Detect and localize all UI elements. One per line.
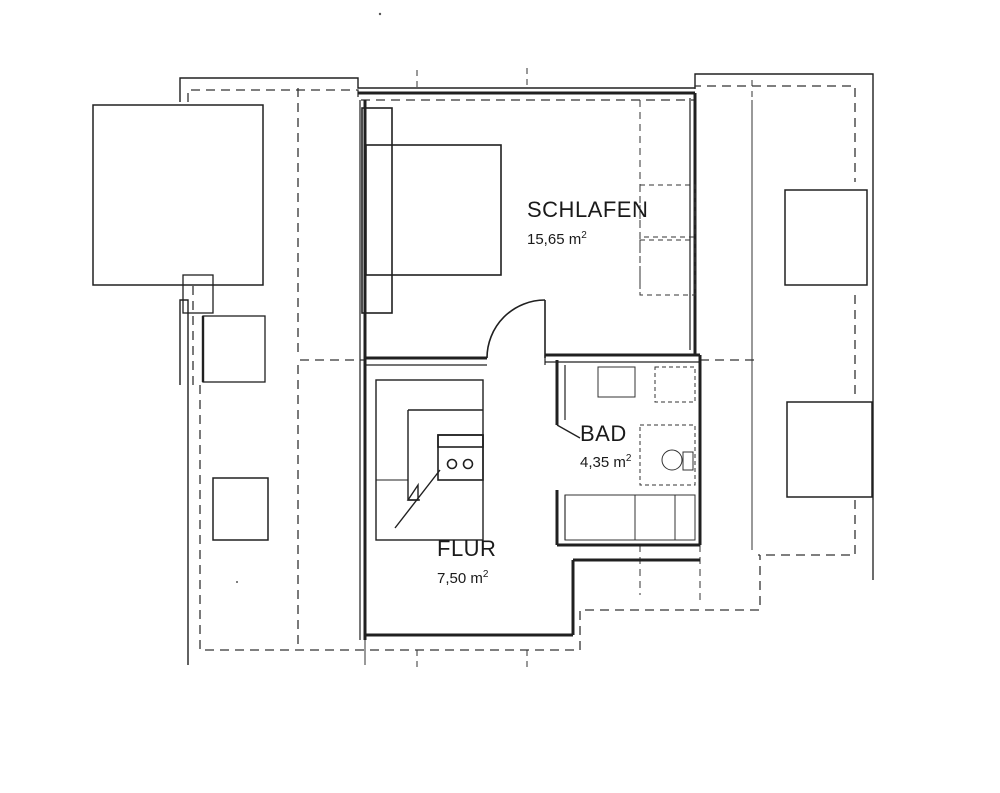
bath-toilet	[661, 449, 683, 471]
roof-outline	[179, 73, 874, 665]
walls	[358, 91, 702, 640]
skylight-top-left	[92, 104, 264, 286]
door-swing-bath	[556, 424, 581, 439]
chimney	[182, 274, 266, 383]
room-name-bad: BAD	[580, 421, 627, 446]
bath-fixtures	[564, 366, 696, 541]
room-area-bad: 4,35 m2	[580, 453, 632, 471]
room-area-schlafen: 15,65 m2	[527, 230, 587, 248]
wardrobe	[639, 184, 696, 296]
door-swing-bedroom	[486, 299, 546, 359]
bath-shower	[654, 366, 696, 403]
scan-specks	[236, 12, 382, 583]
bath-toilet-tank	[682, 451, 694, 471]
room-name-schlafen: SCHLAFEN	[527, 197, 648, 222]
room-area-flur: 7,50 m2	[437, 569, 489, 587]
bed	[361, 107, 502, 314]
bath-cabinet	[639, 424, 696, 486]
bath-tub	[564, 494, 696, 541]
room-labels: SCHLAFEN 15,65 m2 BAD 4,35 m2 FLUR 7,50 …	[437, 197, 648, 587]
bath-sink	[597, 366, 636, 398]
skylight-right-upper	[784, 189, 868, 286]
stove	[437, 434, 484, 481]
skylight-right-lower	[786, 401, 873, 498]
dashed-overhang-line	[187, 85, 856, 651]
skylight-left-lower	[212, 477, 269, 541]
room-name-flur: FLUR	[437, 536, 496, 561]
skylights	[92, 104, 873, 541]
